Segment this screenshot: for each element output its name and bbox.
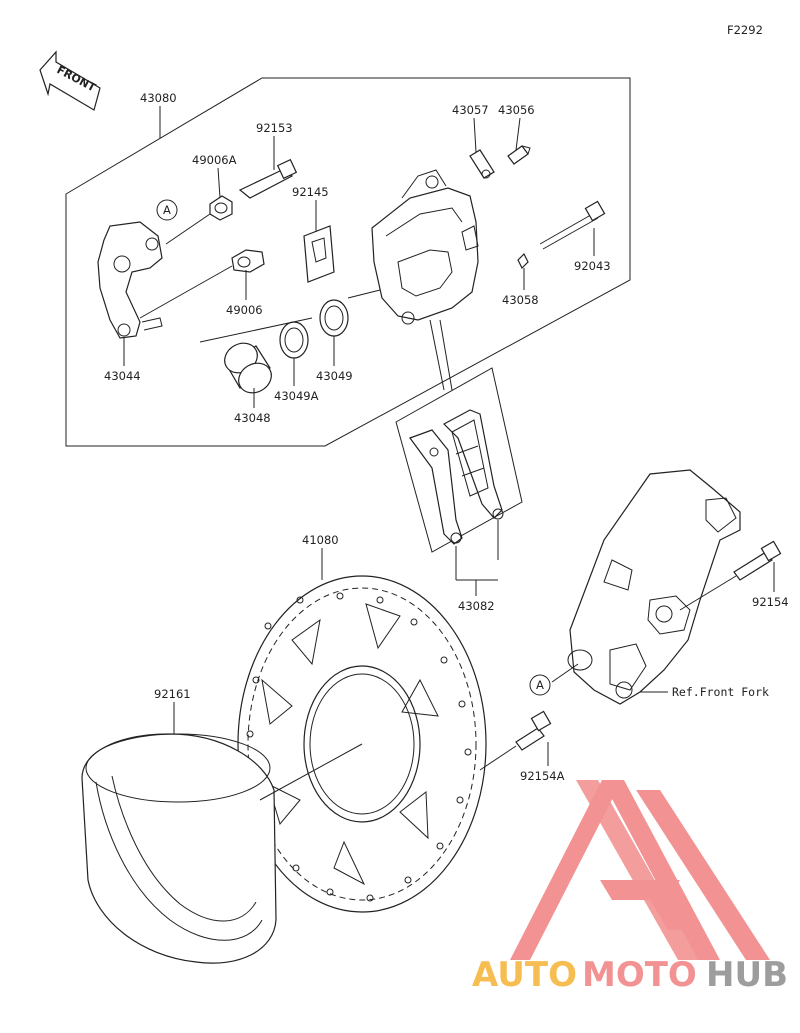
automotohub-watermark: AUTO MOTO HUB xyxy=(472,780,788,995)
svg-text:A: A xyxy=(536,678,544,692)
diagram-code: F2292 xyxy=(727,23,763,37)
part-label-92154: 92154 xyxy=(752,595,789,609)
part-label-43058: 43058 xyxy=(502,293,539,307)
part-label-92154a: 92154A xyxy=(520,769,565,783)
part-label-41080: 41080 xyxy=(302,533,339,547)
svg-text:A: A xyxy=(163,203,171,217)
part-label-43082: 43082 xyxy=(458,599,495,613)
brake-pad-outline xyxy=(395,367,523,553)
front-arrow: FRONT xyxy=(39,50,101,111)
watermark-hub: HUB xyxy=(706,955,788,995)
pad-spring xyxy=(303,225,335,283)
slide-pin-boot-upper xyxy=(209,195,233,221)
part-label-43048: 43048 xyxy=(234,411,271,425)
bleeder-valve xyxy=(469,145,531,179)
part-label-49006a: 49006A xyxy=(192,153,237,167)
part-label-43057: 43057 xyxy=(452,103,489,117)
slide-pin-boot-lower xyxy=(231,249,265,273)
dust-seal xyxy=(279,321,309,359)
caliper-bracket xyxy=(97,221,163,339)
disc-cover-ring xyxy=(81,733,277,964)
part-label-43056: 43056 xyxy=(498,103,535,117)
part-label-92161: 92161 xyxy=(154,687,191,701)
part-label-49006: 49006 xyxy=(226,303,263,317)
ref-front-fork-note: Ref.Front Fork xyxy=(672,685,769,699)
pad-pin-retainer xyxy=(517,252,529,270)
reference-marker-top: A xyxy=(156,199,178,221)
caliper-assembly-outline xyxy=(65,77,631,447)
caliper-body xyxy=(371,169,479,325)
front-fork-leg xyxy=(567,469,741,705)
part-label-43080: 43080 xyxy=(140,91,177,105)
part-label-43044: 43044 xyxy=(104,369,141,383)
slide-pin xyxy=(238,158,298,199)
mounting-bolt-upper xyxy=(733,540,782,581)
part-label-92145: 92145 xyxy=(292,185,329,199)
mounting-bolt-lower xyxy=(515,710,552,751)
caliper-piston xyxy=(224,342,272,394)
part-label-92043: 92043 xyxy=(574,259,611,273)
part-label-92153: 92153 xyxy=(256,121,293,135)
piston-seal xyxy=(319,299,349,337)
leader-lines xyxy=(123,106,775,801)
brake-pads xyxy=(409,409,504,545)
reference-marker-bottom: A xyxy=(529,674,551,696)
part-label-43049a: 43049A xyxy=(274,389,319,403)
watermark-moto: MOTO xyxy=(582,955,697,995)
watermark-auto: AUTO xyxy=(472,955,577,995)
pad-pin xyxy=(539,200,606,250)
part-label-43049: 43049 xyxy=(316,369,353,383)
